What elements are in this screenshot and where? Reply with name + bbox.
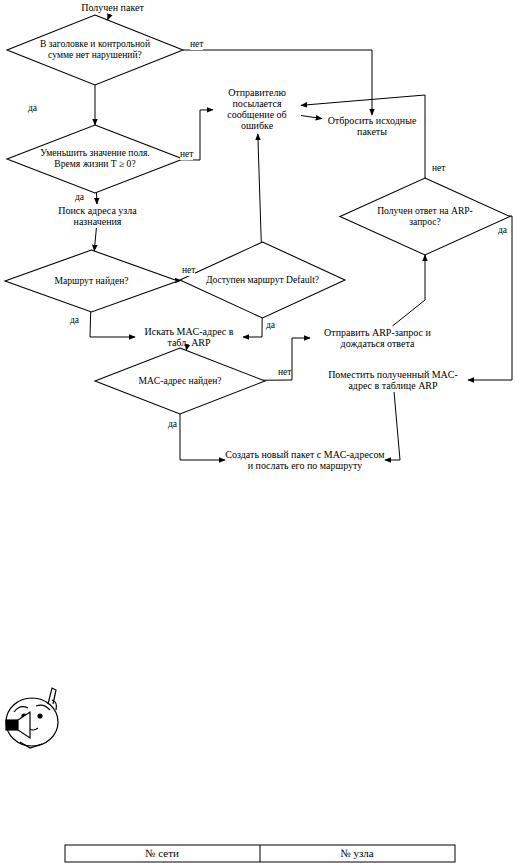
diamond-shape	[180, 242, 345, 318]
branch-label: нет	[278, 368, 291, 378]
flow-arrow	[393, 255, 426, 326]
branch-label: нет	[190, 40, 203, 50]
node-text: В заголовке и контрольной сумме нет нару…	[30, 39, 160, 60]
decision-diamond: Уменьшить значение поля. Время жизни T ≥…	[7, 125, 183, 193]
branch-label: да	[75, 193, 84, 203]
diamond-shape	[340, 178, 510, 255]
process-box: Отправить ARP-запрос и дождаться ответа	[310, 326, 445, 350]
decision-diamond: MAC-адрес найден?	[95, 348, 265, 414]
flow-arrow	[94, 228, 96, 251]
decision-diamond: Маршрут найден?	[5, 250, 178, 312]
flow-arrow	[95, 85, 96, 125]
decision-diamond: Получен ответ на ARP-запрос?	[340, 178, 510, 255]
flow-arrow	[108, 16, 110, 20]
process-box: Отправителю посылается сообщение об ошиб…	[213, 84, 301, 134]
flow-arrow	[301, 116, 322, 119]
diamond-shape	[7, 15, 183, 85]
diamond-shape	[95, 348, 265, 414]
process-box: Поместить полученный MAC-адрес в таблице…	[318, 368, 468, 392]
flow-arrow	[258, 134, 261, 243]
branch-label: да	[498, 226, 507, 236]
flow-arrow	[243, 318, 262, 337]
flow-arrow	[180, 414, 225, 460]
flow-arrow	[301, 95, 425, 178]
branch-label: нет	[180, 150, 193, 160]
flow-arrow	[90, 312, 135, 337]
speaker-icon	[6, 688, 58, 748]
table-cell: № узла	[340, 848, 373, 859]
branch-label: да	[70, 316, 79, 326]
node-text: Отправителю посылается сообщение об ошиб…	[213, 87, 301, 132]
flow-arrow	[96, 192, 98, 204]
node-text: Искать MAC-адрес в табл. ARP	[135, 326, 243, 348]
node-text: Маршрут найден?	[54, 276, 128, 287]
node-text: Отбросить исходные пакеты	[322, 115, 422, 137]
node-text: Получен ответ на ARP-запрос?	[362, 206, 488, 227]
process-box: Поиск адреса узла назначения	[45, 204, 150, 228]
node-text: Уменьшить значение поля. Время жизни T ≥…	[30, 148, 160, 169]
node-text: Поместить полученный MAC-адрес в таблице…	[318, 369, 468, 391]
diamond-shape	[5, 250, 178, 312]
table-cell: № сети	[145, 848, 179, 859]
node-text: Отправить ARP-запрос и дождаться ответа	[310, 327, 445, 349]
node-text: MAC-адрес найден?	[138, 376, 221, 387]
node-text: Получен пакет	[81, 2, 144, 13]
decision-diamond: Доступен маршрут Default?	[180, 242, 345, 318]
branch-label: да	[28, 104, 37, 114]
branch-label: нет	[432, 164, 445, 174]
process-box: Искать MAC-адрес в табл. ARP	[135, 325, 243, 349]
node-text: Доступен маршрут Default?	[206, 275, 319, 286]
decision-diamond: В заголовке и контрольной сумме нет нару…	[7, 15, 183, 85]
process-box: Создать новый пакет с MAC-адресом и посл…	[225, 440, 385, 480]
branch-label: да	[168, 420, 177, 430]
flow-arrow	[468, 216, 512, 380]
flow-arrow	[263, 338, 310, 380]
process-box: Отбросить исходные пакеты	[322, 115, 422, 137]
diamond-shape	[7, 125, 183, 193]
node-text: Поиск адреса узла назначения	[45, 205, 150, 227]
node-text: Создать новый пакет с MAC-адресом и посл…	[225, 449, 385, 471]
process-box: Получен пакет	[55, 0, 170, 16]
table-header	[65, 845, 455, 862]
branch-label: нет	[182, 266, 195, 276]
flow-arrow	[181, 110, 213, 160]
flow-arrow	[385, 392, 400, 460]
branch-label: да	[266, 321, 275, 331]
